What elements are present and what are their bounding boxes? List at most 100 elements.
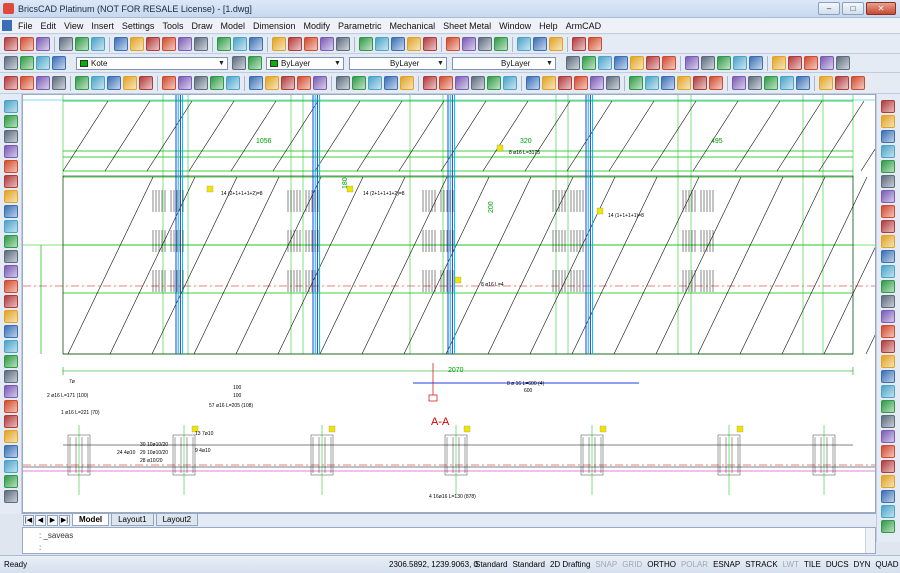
vertical-tool-icon[interactable]: [4, 385, 18, 398]
dyn-toggle[interactable]: DYN: [853, 560, 871, 569]
toolbar-tool-icon[interactable]: [588, 37, 602, 51]
toolbar-tool-icon[interactable]: [130, 37, 144, 51]
toolbar-tool-icon[interactable]: [851, 76, 865, 90]
toolbar-tool-icon[interactable]: [836, 56, 850, 70]
vertical-tool-icon[interactable]: [881, 160, 895, 173]
vertical-tool-icon[interactable]: [4, 400, 18, 413]
vertical-tool-icon[interactable]: [4, 160, 18, 173]
toolbar-tool-icon[interactable]: [471, 76, 485, 90]
toolbar-tool-icon[interactable]: [487, 76, 501, 90]
menu-mechanical[interactable]: Mechanical: [389, 20, 436, 31]
toolbar-tool-icon[interactable]: [645, 76, 659, 90]
vertical-tool-icon[interactable]: [4, 220, 18, 233]
ortho-toggle[interactable]: ORTHO: [647, 560, 676, 569]
toolbar-tool-icon[interactable]: [423, 76, 437, 90]
toolbar-tool-icon[interactable]: [75, 76, 89, 90]
toolbar-tool-icon[interactable]: [217, 37, 231, 51]
toolbar-tool-icon[interactable]: [462, 37, 476, 51]
layer-dropdown[interactable]: Kote ▼: [76, 57, 228, 70]
toolbar-tool-icon[interactable]: [819, 76, 833, 90]
toolbar-tool-icon[interactable]: [178, 37, 192, 51]
toolbar-tool-icon[interactable]: [107, 76, 121, 90]
vertical-tool-icon[interactable]: [881, 100, 895, 113]
vertical-tool-icon[interactable]: [881, 205, 895, 218]
vertical-tool-icon[interactable]: [4, 250, 18, 263]
toolbar-tool-icon[interactable]: [494, 37, 508, 51]
toolbar-tool-icon[interactable]: [439, 76, 453, 90]
toolbar-tool-icon[interactable]: [75, 37, 89, 51]
toolbar-tool-icon[interactable]: [407, 37, 421, 51]
vertical-tool-icon[interactable]: [4, 205, 18, 218]
toolbar-tool-icon[interactable]: [288, 37, 302, 51]
vertical-tool-icon[interactable]: [4, 490, 18, 503]
vertical-tool-icon[interactable]: [881, 490, 895, 503]
toolbar-tool-icon[interactable]: [4, 37, 18, 51]
vertical-tool-icon[interactable]: [4, 130, 18, 143]
toolbar-tool-icon[interactable]: [20, 56, 34, 70]
tile-toggle[interactable]: TILE: [803, 560, 821, 569]
toolbar-tool-icon[interactable]: [503, 76, 517, 90]
toolbar-tool-icon[interactable]: [52, 56, 66, 70]
toolbar-tool-icon[interactable]: [162, 37, 176, 51]
toolbar-tool-icon[interactable]: [788, 56, 802, 70]
toolbar-tool-icon[interactable]: [446, 37, 460, 51]
toolbar-tool-icon[interactable]: [598, 56, 612, 70]
tab-layout1[interactable]: Layout1: [111, 514, 154, 526]
toolbar-tool-icon[interactable]: [114, 37, 128, 51]
toolbar-tool-icon[interactable]: [249, 37, 263, 51]
vertical-tool-icon[interactable]: [881, 130, 895, 143]
vertical-tool-icon[interactable]: [881, 250, 895, 263]
menu-insert[interactable]: Insert: [91, 20, 114, 31]
vertical-tool-icon[interactable]: [881, 430, 895, 443]
toolbar-tool-icon[interactable]: [646, 56, 660, 70]
toolbar-tool-icon[interactable]: [558, 76, 572, 90]
toolbar-tool-icon[interactable]: [820, 56, 834, 70]
toolbar-tool-icon[interactable]: [272, 37, 286, 51]
dim-style-status[interactable]: Standard: [512, 560, 545, 569]
vertical-tool-icon[interactable]: [4, 310, 18, 323]
tab-layout2[interactable]: Layout2: [155, 514, 199, 526]
vertical-tool-icon[interactable]: [881, 445, 895, 458]
toolbar-tool-icon[interactable]: [629, 76, 643, 90]
next-tab-button[interactable]: ▶: [47, 514, 58, 526]
toolbar-tool-icon[interactable]: [36, 56, 50, 70]
toolbar-tool-icon[interactable]: [52, 76, 66, 90]
menu-sheet-metal[interactable]: Sheet Metal: [443, 20, 492, 31]
toolbar-tool-icon[interactable]: [320, 37, 334, 51]
ducs-toggle[interactable]: DUCS: [825, 560, 849, 569]
toolbar-tool-icon[interactable]: [139, 76, 153, 90]
vertical-tool-icon[interactable]: [4, 265, 18, 278]
toolbar-tool-icon[interactable]: [359, 37, 373, 51]
toolbar-tool-icon[interactable]: [146, 37, 160, 51]
toolbar-tool-icon[interactable]: [590, 76, 604, 90]
toolbar-tool-icon[interactable]: [677, 76, 691, 90]
toolbar-tool-icon[interactable]: [780, 76, 794, 90]
vertical-tool-icon[interactable]: [4, 475, 18, 488]
vertical-tool-icon[interactable]: [4, 100, 18, 113]
toolbar-tool-icon[interactable]: [36, 76, 50, 90]
toolbar-tool-icon[interactable]: [162, 76, 176, 90]
vertical-tool-icon[interactable]: [4, 460, 18, 473]
vertical-tool-icon[interactable]: [881, 265, 895, 278]
toolbar-tool-icon[interactable]: [59, 37, 73, 51]
vertical-tool-icon[interactable]: [4, 355, 18, 368]
linetype-dropdown[interactable]: ByLayer ▼: [349, 57, 447, 70]
toolbar-tool-icon[interactable]: [630, 56, 644, 70]
vertical-tool-icon[interactable]: [4, 325, 18, 338]
lwt-toggle[interactable]: LWT: [782, 560, 799, 569]
toolbar-tool-icon[interactable]: [732, 76, 746, 90]
toolbar-tool-icon[interactable]: [210, 76, 224, 90]
menu-settings[interactable]: Settings: [121, 20, 155, 31]
toolbar-tool-icon[interactable]: [582, 56, 596, 70]
toolbar-tool-icon[interactable]: [661, 76, 675, 90]
toolbar-tool-icon[interactable]: [606, 76, 620, 90]
toolbar-tool-icon[interactable]: [4, 76, 18, 90]
toolbar-tool-icon[interactable]: [297, 76, 311, 90]
toolbar-tool-icon[interactable]: [281, 76, 295, 90]
toolbar-tool-icon[interactable]: [701, 56, 715, 70]
command-scrollbar[interactable]: [865, 528, 875, 553]
toolbar-tool-icon[interactable]: [391, 37, 405, 51]
toolbar-tool-icon[interactable]: [375, 37, 389, 51]
toolbar-tool-icon[interactable]: [533, 37, 547, 51]
toolbar-tool-icon[interactable]: [20, 76, 34, 90]
